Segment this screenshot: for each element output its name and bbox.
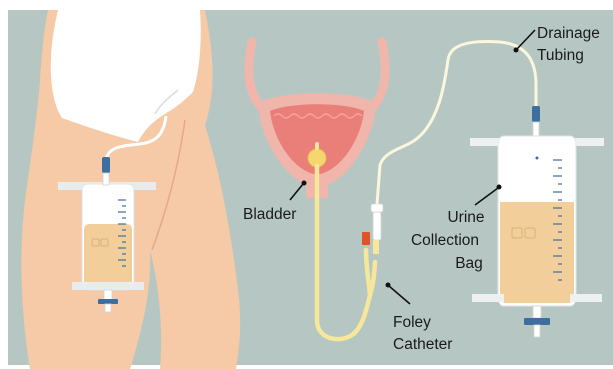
- label-foley-line1: Foley: [393, 314, 431, 331]
- leg-bag-drain-tip: [105, 304, 111, 312]
- label-drainage-line1: Drainage: [537, 25, 600, 42]
- bag-drain-tip: [534, 325, 540, 337]
- bag-inlet-valve: [532, 106, 540, 122]
- catheter-tip: [315, 142, 319, 150]
- body-illustration: [21, 10, 240, 369]
- catheter-connector-cap: [371, 204, 383, 212]
- label-bladder: Bladder: [243, 206, 296, 223]
- leg-bag-urine: [84, 224, 132, 286]
- bottom-strap: [72, 282, 144, 290]
- catheter-connector: [373, 212, 381, 240]
- bag-urine: [500, 202, 574, 303]
- bag-vent-dot: [536, 157, 539, 160]
- bag-drain-stem: [533, 306, 541, 318]
- bag-drain-valve: [524, 318, 550, 325]
- leg-bag-inlet-connector: [103, 173, 109, 185]
- leg-bag-inlet-valve: [102, 157, 110, 173]
- leg-bag-drain-valve: [98, 299, 118, 304]
- label-drainage-line2: Tubing: [537, 47, 584, 64]
- catheter-clamp: [362, 232, 370, 245]
- label-bag-line3: Bag: [455, 255, 483, 272]
- catheter-connector-neck: [373, 240, 379, 254]
- label-foley-line2: Catheter: [393, 336, 452, 353]
- label-bag-line1: Urine: [447, 209, 484, 226]
- label-bag-line2: Collection: [411, 232, 479, 249]
- bag-hanger-bottom-right: [570, 294, 602, 302]
- bag-hanger-bottom-left: [472, 294, 504, 302]
